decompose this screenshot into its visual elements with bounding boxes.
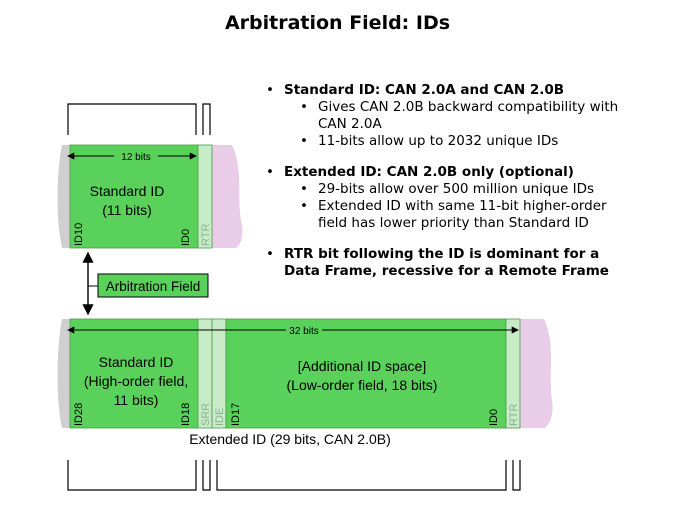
ext-high-title: Standard ID: [99, 354, 174, 370]
std-msb-label: ID10: [73, 223, 85, 246]
sub-bullet-priority-line1: Extended ID with same 11-bit higher-orde…: [318, 198, 607, 214]
extended-id-frame: 32 bits Standard ID (High-order field, 1…: [57, 318, 553, 491]
sub-bullet-compat: Gives CAN 2.0B backward compatibility wi…: [262, 99, 670, 133]
ext-trailing-region: [520, 319, 553, 428]
ext-rtr-label: RTR: [508, 404, 520, 426]
sub-bullet-compat-line2: CAN 2.0A: [318, 116, 382, 132]
ext-msb-label: ID28: [73, 403, 85, 426]
std-waveform: [67, 103, 211, 135]
std-field-size: (11 bits): [102, 202, 152, 218]
std-trailing-region: [212, 145, 243, 248]
arbitration-connector: Arbitration Field: [82, 251, 209, 316]
ext-high-desc1: (High-order field,: [84, 373, 188, 389]
std-sof-region: [57, 145, 70, 248]
std-rtr-label: RTR: [200, 224, 212, 246]
std-width-label: 12 bits: [121, 152, 150, 163]
bullet-rtr: RTR bit following the ID is dominant for…: [262, 246, 670, 280]
ext-lsb-label: ID0: [488, 409, 500, 426]
ext-high-field: [69, 318, 199, 429]
bullet-rtr-line2: Data Frame, recessive for a Remote Frame: [284, 263, 609, 279]
slide-title: Arbitration Field: IDs: [224, 12, 451, 34]
std-id-field: [69, 144, 199, 249]
ext-high-desc2: 11 bits): [114, 392, 159, 408]
sub-bullet-compat-line1: Gives CAN 2.0B backward compatibility wi…: [318, 99, 619, 115]
ext-waveform: [67, 460, 521, 491]
ext-srr-label: SRR: [200, 403, 212, 426]
standard-id-frame: 12 bits Standard ID (11 bits) ID10 ID0 R…: [57, 103, 243, 249]
ext-ide-label: IDE: [214, 408, 226, 426]
std-lsb-label: ID0: [180, 229, 192, 246]
std-rtr-bit: [197, 144, 213, 249]
ext-low-field: [225, 318, 507, 429]
ext-sof-region: [57, 319, 70, 428]
bullet-extended-id: Extended ID: CAN 2.0B only (optional): [262, 164, 670, 181]
arbitration-field-label: Arbitration Field: [106, 279, 201, 294]
ext-rtr-bit: [505, 318, 521, 429]
ext-low-msb-label: ID17: [230, 403, 242, 426]
bullet-standard-id: Standard ID: CAN 2.0A and CAN 2.0B: [262, 82, 670, 99]
bullet-list: Standard ID: CAN 2.0A and CAN 2.0B Gives…: [262, 82, 670, 280]
sub-bullet-priority: Extended ID with same 11-bit higher-orde…: [262, 198, 670, 232]
sub-bullet-priority-line2: field has lower priority than Standard I…: [318, 215, 589, 231]
ext-low-title: [Additional ID space]: [298, 358, 426, 374]
sub-bullet-29bits: 29-bits allow over 500 million unique ID…: [262, 181, 670, 198]
bullet-rtr-line1: RTR bit following the ID is dominant for…: [284, 246, 600, 262]
ext-high-lsb-label: ID18: [180, 403, 192, 426]
sub-bullet-11bits: 11-bits allow up to 2032 unique IDs: [262, 133, 670, 150]
ext-caption: Extended ID (29 bits, CAN 2.0B): [189, 431, 391, 447]
arbitration-field-label-box: [97, 273, 209, 298]
ext-width-label: 32 bits: [289, 326, 318, 337]
ext-low-desc: (Low-order field, 18 bits): [287, 377, 438, 393]
std-field-title: Standard ID: [90, 183, 165, 199]
